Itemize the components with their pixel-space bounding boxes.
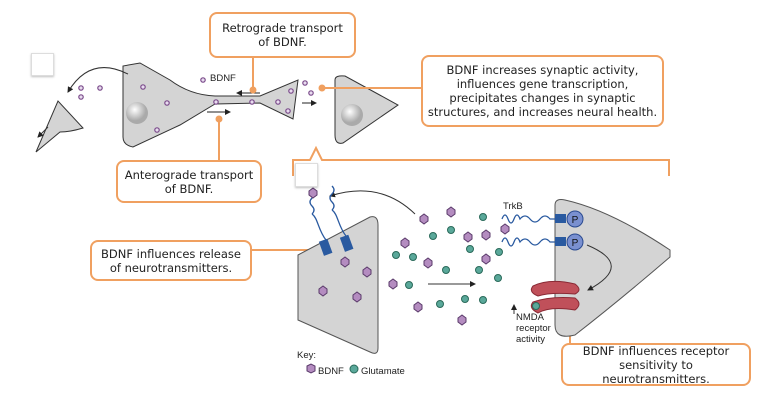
bdnf-molecule (463, 231, 473, 243)
glutamate-molecule (461, 295, 469, 303)
key-bdnf-icon (306, 363, 316, 374)
callout-release: BDNF influences release of neurotransmit… (90, 240, 252, 281)
bdnf-molecule (400, 237, 410, 249)
target-neuron (334, 75, 399, 144)
glutamate-molecule (494, 274, 502, 282)
key-title: Key: (297, 350, 317, 361)
nmda-label: NMDA receptor activity (516, 312, 551, 345)
bdnf-molecule (362, 266, 372, 278)
bdnf-molecule (318, 285, 328, 297)
nmda-receptor (530, 280, 580, 314)
glutamate-molecule (475, 266, 483, 274)
callout-receptor-sensitivity: BDNF influences receptor sensitivity to … (561, 343, 751, 386)
callout-retrograde: Retrograde transport of BDNF. (209, 12, 356, 58)
neuron-body (122, 62, 299, 148)
placeholder-square (295, 163, 318, 187)
nucleus (341, 104, 363, 126)
callout-anterograde: Anterograde transport of BDNF. (116, 160, 262, 203)
bdnf-molecule (446, 206, 456, 218)
bdnf-molecule (500, 223, 510, 235)
glutamate-molecule (479, 296, 487, 304)
glutamate-molecule (429, 232, 437, 240)
bdnf-dots (78, 77, 314, 133)
glutamate-molecule (495, 248, 503, 256)
bdnf-label: BDNF (210, 73, 236, 84)
bdnf-molecule (388, 278, 398, 290)
callout-synaptic-activity: BDNF increases synaptic activity, influe… (421, 55, 664, 127)
nucleus (126, 102, 148, 124)
phosphate-label: P (572, 215, 579, 226)
small-neuron (35, 100, 84, 153)
trkb-label: TrkB (503, 201, 523, 212)
glutamate-molecule (409, 253, 417, 261)
bdnf-molecule (481, 229, 491, 241)
bdnf-molecules (308, 187, 510, 326)
key-bdnf-label: BDNF (318, 366, 344, 377)
bdnf-molecule (308, 187, 318, 199)
glutamate-molecule (479, 213, 487, 221)
bdnf-molecule (423, 257, 433, 269)
glutamate-molecule (466, 245, 474, 253)
glutamate-molecules (392, 213, 540, 310)
bdnf-molecule (481, 253, 491, 265)
key-glutamate-label: Glutamate (361, 366, 405, 377)
bdnf-molecule (352, 291, 362, 303)
glutamate-molecule (447, 226, 455, 234)
bdnf-molecule (457, 314, 467, 326)
glutamate-molecule (392, 251, 400, 259)
trkb-receptors (501, 214, 555, 247)
glutamate-molecule (532, 302, 540, 310)
glutamate-molecule (442, 266, 450, 274)
bdnf-molecule (413, 301, 423, 313)
postsynaptic-neuron (554, 199, 671, 337)
presynaptic-terminal (297, 216, 379, 354)
placeholder-square (31, 53, 54, 76)
glutamate-molecule (405, 281, 413, 289)
glutamate-molecule (436, 300, 444, 308)
bdnf-molecule (340, 256, 350, 268)
phosphate-label: P (572, 238, 579, 249)
bdnf-molecule (419, 213, 429, 225)
key-glutamate-icon (349, 364, 359, 374)
